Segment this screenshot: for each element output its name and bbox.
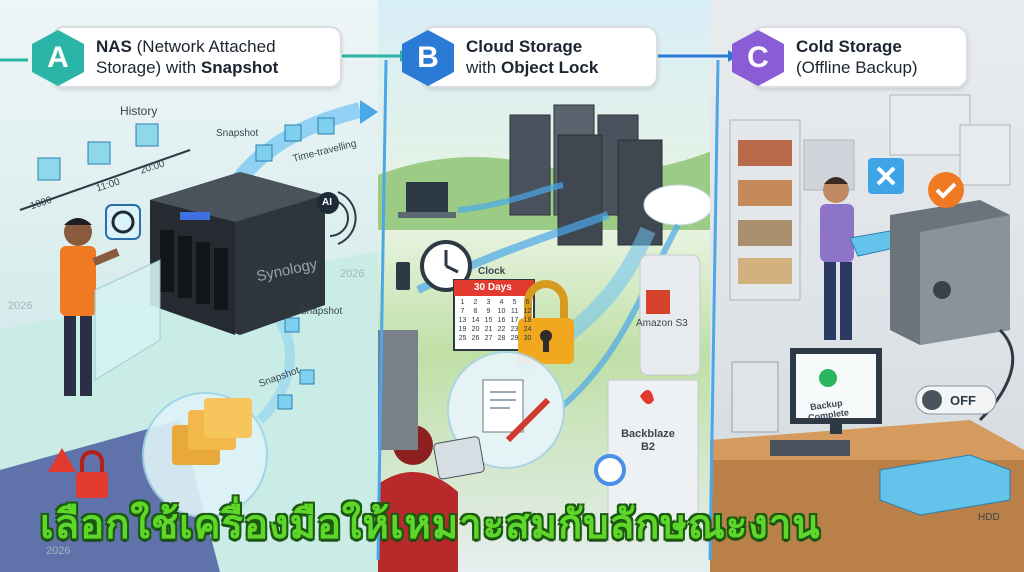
calendar-day: 4 bbox=[499, 299, 504, 306]
server-rack bbox=[509, 104, 663, 246]
calendar-day: 15 bbox=[484, 317, 493, 324]
backblaze-logo bbox=[640, 389, 654, 405]
calendar-day: 25 bbox=[458, 335, 467, 342]
provider-label: Amazon S3 bbox=[636, 318, 688, 329]
badge-c: C bbox=[732, 30, 784, 86]
calendar-day: 8 bbox=[473, 308, 478, 315]
calendar-day: 19 bbox=[458, 326, 467, 333]
person-technician bbox=[60, 218, 120, 396]
calendar-day: 27 bbox=[484, 335, 493, 342]
ai-badge: AI bbox=[322, 197, 332, 208]
google-cloud-logo bbox=[594, 454, 626, 486]
header-title: Cold Storage bbox=[796, 37, 902, 56]
header-subtitle: (Offline Backup) bbox=[796, 58, 918, 77]
calendar-day: 10 bbox=[497, 308, 506, 315]
calendar-day: 3 bbox=[486, 299, 491, 306]
calendar-day: 18 bbox=[523, 317, 532, 324]
snapshot-label: Snapshot bbox=[300, 306, 343, 317]
hdd-label: HDD bbox=[978, 512, 1000, 523]
history-label: History bbox=[120, 104, 158, 118]
thai-caption: เลือกใช้เครื่องมือให้เหมาะสมกับลักษณะงาน bbox=[40, 503, 821, 547]
safe bbox=[890, 200, 1010, 345]
padlock-icon bbox=[518, 280, 574, 364]
header-cold: C Cold Storage (Offline Backup) bbox=[732, 26, 968, 88]
year-label: 2026 bbox=[340, 268, 365, 280]
year-label: 2026 bbox=[8, 300, 33, 312]
calendar-day: 29 bbox=[510, 335, 519, 342]
calendar-day: 23 bbox=[510, 326, 519, 333]
calendar-day: 2 bbox=[473, 299, 478, 306]
calendar-day: 6 bbox=[525, 299, 530, 306]
header-cloud: B Cloud Storage with Object Lock bbox=[402, 26, 658, 88]
snapshot-label: Snapshot bbox=[216, 128, 259, 139]
calendar-day: 5 bbox=[512, 299, 517, 306]
amazon-s3-logo bbox=[646, 290, 670, 314]
calendar-day: 28 bbox=[497, 335, 506, 342]
calendar-day: 13 bbox=[458, 317, 467, 324]
header-title: Cloud Storage bbox=[466, 37, 583, 56]
keyboard bbox=[770, 440, 850, 456]
header-nas: A NAS (Network Attached Storage) with Sn… bbox=[32, 26, 342, 88]
off-label: OFF bbox=[950, 393, 976, 408]
calendar-day: 1 bbox=[460, 299, 465, 306]
calendar-day: 26 bbox=[471, 335, 480, 342]
calendar-day: 17 bbox=[510, 317, 519, 324]
panel-nas: History 1000 11:00 20:00 Snapshot Snapsh… bbox=[0, 0, 382, 572]
calendar-day: 14 bbox=[471, 317, 480, 324]
header-subtitle-bold: Snapshot bbox=[200, 58, 279, 77]
calendar-day: 22 bbox=[497, 326, 506, 333]
person-operator bbox=[820, 177, 905, 340]
clock-label: Clock bbox=[478, 266, 506, 277]
nas-device bbox=[150, 172, 325, 335]
year-label: 2026 bbox=[46, 545, 71, 557]
days-label: 30 Days bbox=[474, 282, 512, 293]
nas-scene bbox=[0, 100, 382, 572]
calendar-day: 30 bbox=[523, 335, 532, 342]
cold-scene bbox=[710, 94, 1024, 572]
calendar-day: 24 bbox=[523, 326, 532, 333]
calendar-day: 7 bbox=[460, 308, 465, 315]
calendar-day: 9 bbox=[486, 308, 491, 315]
backup-check-icon bbox=[819, 369, 837, 387]
provider-label: Backblaze B2 bbox=[621, 428, 675, 453]
calendar-day: 11 bbox=[510, 308, 519, 315]
header-subtitle-bold: Object Lock bbox=[500, 58, 599, 77]
calendar-day: 21 bbox=[484, 326, 493, 333]
calendar-day: 12 bbox=[523, 308, 532, 315]
history-cube bbox=[135, 123, 159, 147]
check-icon bbox=[928, 172, 964, 208]
external-hdd bbox=[879, 454, 1011, 516]
header-subtitle: with bbox=[466, 58, 501, 77]
header-title: NAS bbox=[96, 37, 132, 56]
calendar-day: 20 bbox=[471, 326, 480, 333]
panel-cold: Backup Complete OFF HDD bbox=[710, 0, 1024, 572]
header-title-rest: (Network Attached bbox=[131, 37, 276, 56]
history-cube bbox=[87, 141, 111, 165]
calendar-day: 16 bbox=[497, 317, 506, 324]
header-subtitle: Storage) with bbox=[96, 58, 201, 77]
history-cube bbox=[37, 157, 61, 181]
